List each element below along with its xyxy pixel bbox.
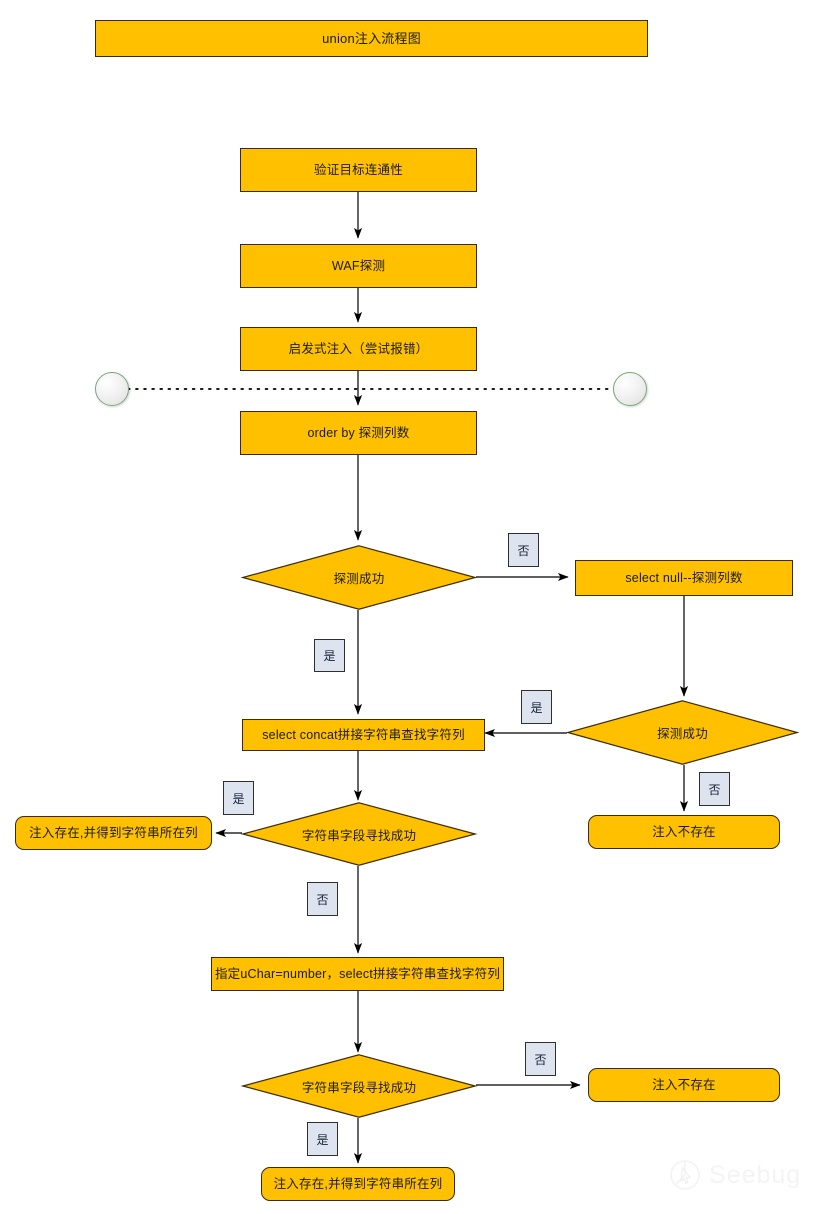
edge-label-no-4: 否 <box>525 1042 556 1076</box>
edge-label-yes-4: 是 <box>307 1122 338 1156</box>
edge-label-no-1: 否 <box>508 533 539 567</box>
node-injection-absent-2[interactable]: 注入不存在 <box>588 1068 780 1102</box>
terminator-circle-left[interactable] <box>95 372 129 406</box>
decision-string-field-found-1-label: 字符串字段寻找成功 <box>301 828 417 843</box>
seebug-logo-icon <box>670 1160 700 1190</box>
node-injection-exists-1[interactable]: 注入存在,并得到字符串所在列 <box>15 816 212 850</box>
seebug-watermark: Seebug <box>668 1158 801 1192</box>
seebug-watermark-text: Seebug <box>709 1160 802 1189</box>
decision-string-field-found-2-label: 字符串字段寻找成功 <box>301 1080 417 1095</box>
edge-label-no-2: 否 <box>699 772 730 806</box>
edge-label-yes-3: 是 <box>223 781 254 815</box>
node-heuristic-injection[interactable]: 启发式注入（尝试报错） <box>240 327 477 371</box>
decision-string-field-found-1[interactable]: 字符串字段寻找成功 <box>240 802 478 866</box>
decision-probe-success-2-label: 探测成功 <box>657 727 708 741</box>
decision-probe-success-2[interactable]: 探测成功 <box>565 700 800 765</box>
node-verify-connectivity[interactable]: 验证目标连通性 <box>240 148 477 192</box>
edge-label-yes-1: 是 <box>314 639 345 672</box>
node-uchar-number-select-concat[interactable]: 指定uChar=number，select拼接字符串查找字符列 <box>211 957 504 991</box>
diagram-title-box: union注入流程图 <box>95 20 648 57</box>
edge-label-no-3: 否 <box>307 882 338 916</box>
node-select-concat[interactable]: select concat拼接字符串查找字符列 <box>242 719 485 751</box>
node-select-null-probe-columns[interactable]: select null--探测列数 <box>575 560 793 596</box>
node-order-by-probe-columns[interactable]: order by 探测列数 <box>240 411 477 455</box>
decision-probe-success-1-label: 探测成功 <box>333 572 385 586</box>
decision-string-field-found-2[interactable]: 字符串字段寻找成功 <box>240 1054 478 1118</box>
terminator-circle-right[interactable] <box>613 372 647 406</box>
node-waf-probe[interactable]: WAF探测 <box>240 244 477 288</box>
edge-label-yes-2: 是 <box>521 690 552 724</box>
decision-probe-success-1[interactable]: 探测成功 <box>240 545 478 610</box>
node-injection-exists-2[interactable]: 注入存在,并得到字符串所在列 <box>261 1167 455 1201</box>
node-injection-absent-1[interactable]: 注入不存在 <box>588 815 780 849</box>
